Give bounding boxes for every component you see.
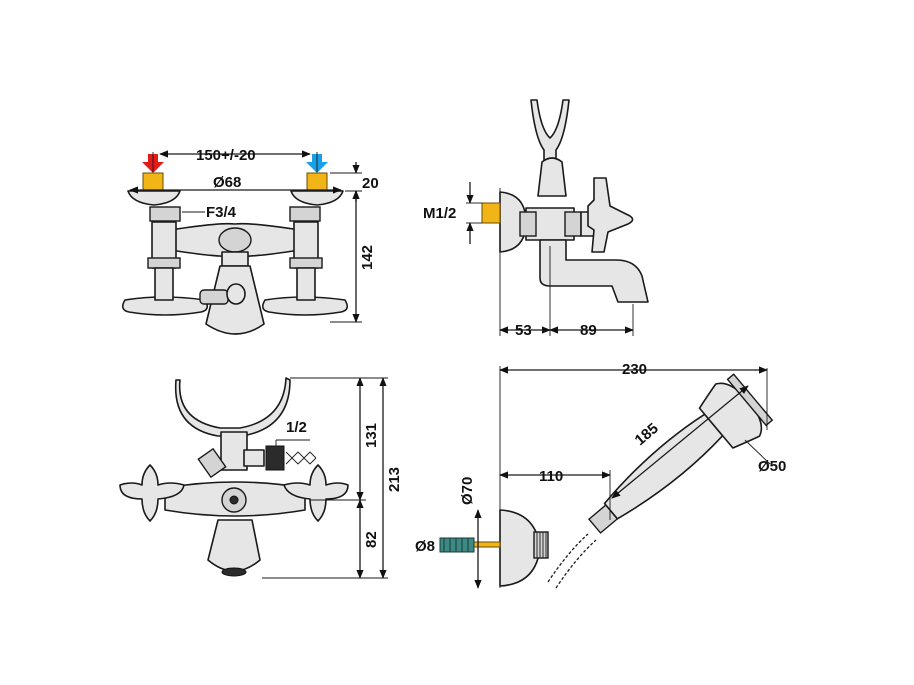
flange-diameter-dimension: Ø68 [213,174,241,191]
base-diameter-dimension: Ø70 [459,477,476,505]
spacing-dimension: 150+/-20 [196,147,256,164]
total-height-dimension: 213 [386,467,403,492]
flange-height-dimension: 20 [362,175,379,192]
spout-aerator [221,567,247,577]
rear-right-handle [283,464,349,522]
side-thread-label: M1/2 [423,205,456,222]
left-cross-handle [121,296,209,316]
shower-holder-fork [530,99,570,163]
right-flange [290,190,344,206]
mixer-side-view: M1/2 53 89 [423,99,649,339]
screw-diameter-dimension: Ø8 [415,538,435,555]
head-diameter-dimension: Ø50 [758,458,786,475]
rear-left-handle [119,464,185,522]
left-valve-ring [147,257,181,269]
mixer-front-view: 150+/-20 Ø68 F3/4 20 142 [121,147,379,335]
center-hub [218,227,252,253]
height-dimension-142: 142 [359,245,376,270]
rear-outlet [243,449,265,467]
holder-knurled-ring [533,531,549,559]
diverter-collar [221,251,249,267]
right-cross-handle [261,296,349,316]
shower-hose [547,533,597,589]
right-valve-ring [289,257,323,269]
lower-height-dimension: 82 [363,531,380,548]
side-nut-left [519,211,537,237]
mixer-rear-view: 1/2 131 213 82 [119,377,403,579]
handle-length-dimension: 185 [632,420,662,449]
upper-height-dimension: 131 [363,423,380,448]
left-handle-stem [154,267,174,301]
hose-thread [285,451,317,465]
wall-offset-dimension: 53 [515,322,532,339]
rear-hub-screw [229,495,239,505]
hand-shower-view: 230 110 185 Ø50 Ø70 Ø8 [415,361,786,589]
side-cross-handle [587,177,634,253]
side-column [537,157,567,197]
spout-reach-dimension: 89 [580,322,597,339]
left-flange [127,190,181,206]
shower-handle [603,413,724,520]
hot-inlet-fitting [142,172,164,191]
wall-plug [439,537,475,553]
outlet-thread-label: 1/2 [286,419,307,436]
cradle-holder [174,377,291,437]
side-spout [539,239,649,303]
diverter-knob [199,289,229,305]
rear-column [220,431,248,471]
left-nut [149,206,181,222]
knurl-lines [536,532,547,558]
diverter-lever [197,447,227,479]
inlet-thread-label: F3/4 [206,204,237,221]
cold-inlet-fitting [306,172,328,191]
hose-connector [265,445,285,471]
right-nut [289,206,321,222]
side-nut-right [564,211,582,237]
diverter-cap [226,283,246,305]
total-width-dimension: 230 [622,361,647,378]
wall-screw [471,541,501,548]
right-handle-stem [296,267,316,301]
rear-spout [207,519,261,572]
side-fitting [481,202,501,224]
holder-offset-dimension: 110 [539,468,563,485]
